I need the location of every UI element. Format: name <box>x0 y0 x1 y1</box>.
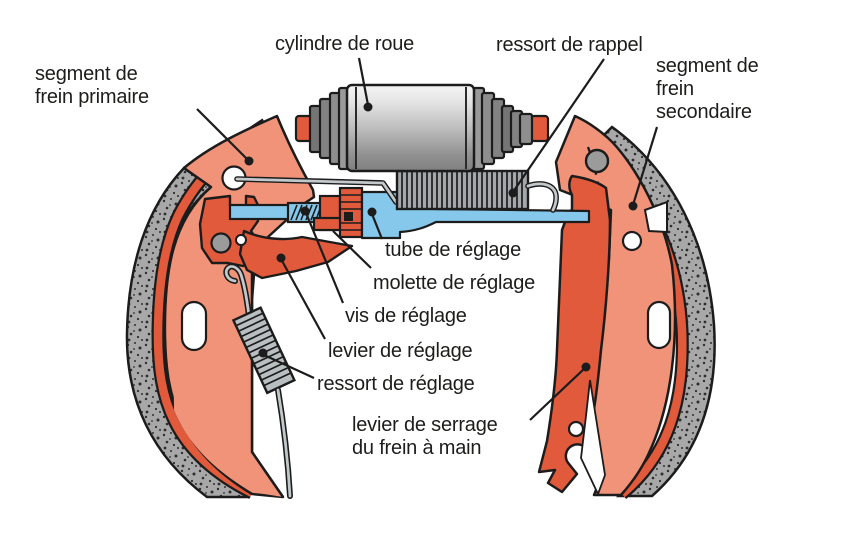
adjuster-lever <box>238 229 354 280</box>
cylinder-piston-right <box>529 114 550 143</box>
dot-ressort-reglage <box>258 348 268 358</box>
label-line: cylindre de roue <box>275 33 415 55</box>
label-levier-de-serrage: levier de serrage du frein à main <box>352 414 498 460</box>
adjustment-spring-tail-fill <box>276 388 292 498</box>
secondary-web-slot <box>646 300 672 350</box>
label-line: levier de serrage <box>352 414 498 436</box>
dot-secondaire <box>628 201 638 211</box>
label-segment-frein-secondaire: segment de frein secondaire <box>656 55 759 124</box>
dot-vis <box>300 206 310 216</box>
label-line: frein primaire <box>35 86 149 108</box>
label-segment-frein-primaire: segment de frein primaire <box>35 63 149 109</box>
label-line: du frein à main <box>352 437 482 459</box>
adjustment-spring-hook-fill <box>224 265 251 318</box>
label-line: tube de réglage <box>385 239 522 261</box>
label-line: levier de réglage <box>328 340 473 362</box>
leader-tube <box>370 213 384 240</box>
leader-lines <box>196 57 659 421</box>
secondary-web-notch <box>643 200 668 234</box>
wheel-cylinder <box>294 83 550 173</box>
cylinder-body <box>345 83 476 173</box>
leader-primaire <box>196 108 250 162</box>
cylinder-boot-right <box>471 86 534 171</box>
return-spring-arm-fill <box>235 177 398 204</box>
label-line: ressort de rappel <box>496 34 643 56</box>
dot-rappel <box>508 188 518 198</box>
label-line: ressort de réglage <box>317 373 475 395</box>
leader-serrage <box>529 367 586 421</box>
secondary-brake-shoe <box>537 114 716 500</box>
lever-web-gap <box>580 379 606 497</box>
label-vis-de-reglage: vis de réglage <box>345 305 467 328</box>
bracket-pivot <box>210 232 232 254</box>
label-cylindre-de-roue: cylindre de roue <box>275 33 414 56</box>
leader-rappel <box>512 58 605 193</box>
label-line: vis de réglage <box>345 305 467 327</box>
dot-cylindre <box>363 102 373 112</box>
label-levier-de-reglage: levier de réglage <box>328 340 473 363</box>
primary-web-slot <box>180 300 208 352</box>
label-line: segment de <box>656 55 759 77</box>
dot-serrage <box>581 362 591 372</box>
label-molette-de-reglage: molette de réglage <box>373 272 535 295</box>
leader-levier-reglage <box>280 258 326 340</box>
adjuster-rod <box>228 203 294 221</box>
label-line: frein <box>656 78 694 100</box>
dot-tube <box>367 207 377 217</box>
leader-molette <box>332 230 372 269</box>
bracket-hole <box>235 234 247 246</box>
return-spring-coil <box>395 169 530 211</box>
lever-pivot <box>584 148 610 174</box>
dot-levier-reglage <box>276 253 286 263</box>
return-spring-hook-fill <box>526 182 558 212</box>
label-line: secondaire <box>656 101 752 123</box>
label-tube-de-reglage: tube de réglage <box>385 239 521 262</box>
leader-cylindre <box>357 57 370 106</box>
adjuster-wheel <box>338 186 364 239</box>
label-line: segment de <box>35 63 138 85</box>
leader-ressort-reglage <box>263 354 315 379</box>
adjuster-bracket-group <box>198 194 354 280</box>
cylinder-boot-left <box>308 86 351 171</box>
label-line: molette de réglage <box>373 272 536 294</box>
dot-primaire <box>244 156 254 166</box>
leader-dots <box>244 102 638 372</box>
label-ressort-de-reglage: ressort de réglage <box>317 373 475 396</box>
label-ressort-de-rappel: ressort de rappel <box>496 34 643 57</box>
leader-secondaire <box>631 126 659 206</box>
leader-vis <box>304 212 345 304</box>
lever-hole <box>567 420 585 438</box>
secondary-web-hole <box>621 230 643 252</box>
